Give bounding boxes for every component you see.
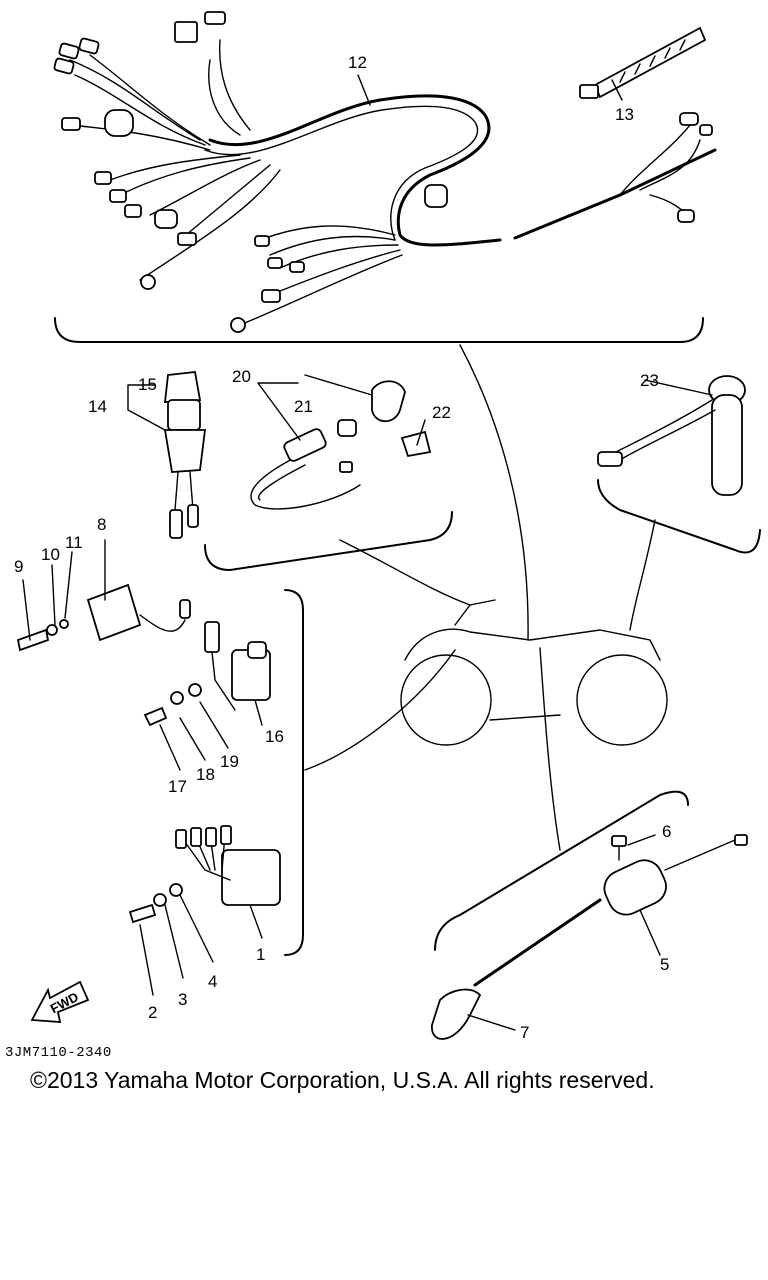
- leader-lines: [22, 74, 661, 1031]
- fwd-label: FWD: [48, 989, 81, 1016]
- callout-12: 12: [348, 53, 367, 72]
- parts-diagram: FWD 1 2 3 4 5 6 7 8 9 10 11 1: [14, 11, 761, 1042]
- callout-23: 23: [640, 371, 659, 390]
- throttle-group-bracket: [597, 479, 761, 554]
- cable-tie: [579, 26, 707, 99]
- callout-2: 2: [148, 1003, 157, 1022]
- main-switch: [163, 371, 207, 539]
- rectifier-regulator: [128, 825, 281, 924]
- callout-18: 18: [196, 765, 215, 784]
- fwd-arrow: FWD: [30, 980, 90, 1023]
- callout-6: 6: [662, 822, 671, 841]
- copyright-notice: ©2013 Yamaha Motor Corporation, U.S.A. A…: [30, 1067, 655, 1093]
- sensor-group-bracket: [204, 511, 453, 571]
- callout-1: 1: [256, 945, 265, 964]
- throttle-grip: [597, 375, 746, 496]
- callout-19: 19: [220, 752, 239, 771]
- wire-harness: [53, 11, 717, 333]
- callout-9: 9: [14, 557, 23, 576]
- callout-20: 20: [232, 367, 251, 386]
- callout-13: 13: [615, 105, 634, 124]
- neutral-switch-parts: [250, 380, 432, 510]
- callout-16: 16: [265, 727, 284, 746]
- callout-10: 10: [41, 545, 60, 564]
- callout-11: 11: [65, 533, 83, 552]
- callout-7: 7: [520, 1023, 529, 1042]
- callout-17: 17: [168, 777, 187, 796]
- connection-lines: [304, 344, 656, 851]
- ignition-group-bracket: [284, 589, 304, 956]
- cdi-unit: [16, 583, 191, 652]
- atv-silhouette: [400, 599, 668, 746]
- callout-8: 8: [97, 515, 106, 534]
- diagram-code: 3JM7110-2340: [5, 1045, 112, 1061]
- callout-3: 3: [178, 990, 187, 1009]
- harness-group-bracket: [54, 317, 704, 343]
- starter-group-bracket: [434, 790, 689, 951]
- callout-21: 21: [294, 397, 313, 416]
- ignition-coil: [143, 621, 271, 727]
- callout-15: 15: [138, 375, 157, 394]
- callout-labels: 1 2 3 4 5 6 7 8 9 10 11 12 13 14 15 16 1…: [14, 53, 671, 1042]
- callout-14: 14: [88, 397, 107, 416]
- callout-22: 22: [432, 403, 451, 422]
- callout-5: 5: [660, 955, 669, 974]
- spark-plug-cable: [431, 834, 748, 1040]
- callout-4: 4: [208, 972, 217, 991]
